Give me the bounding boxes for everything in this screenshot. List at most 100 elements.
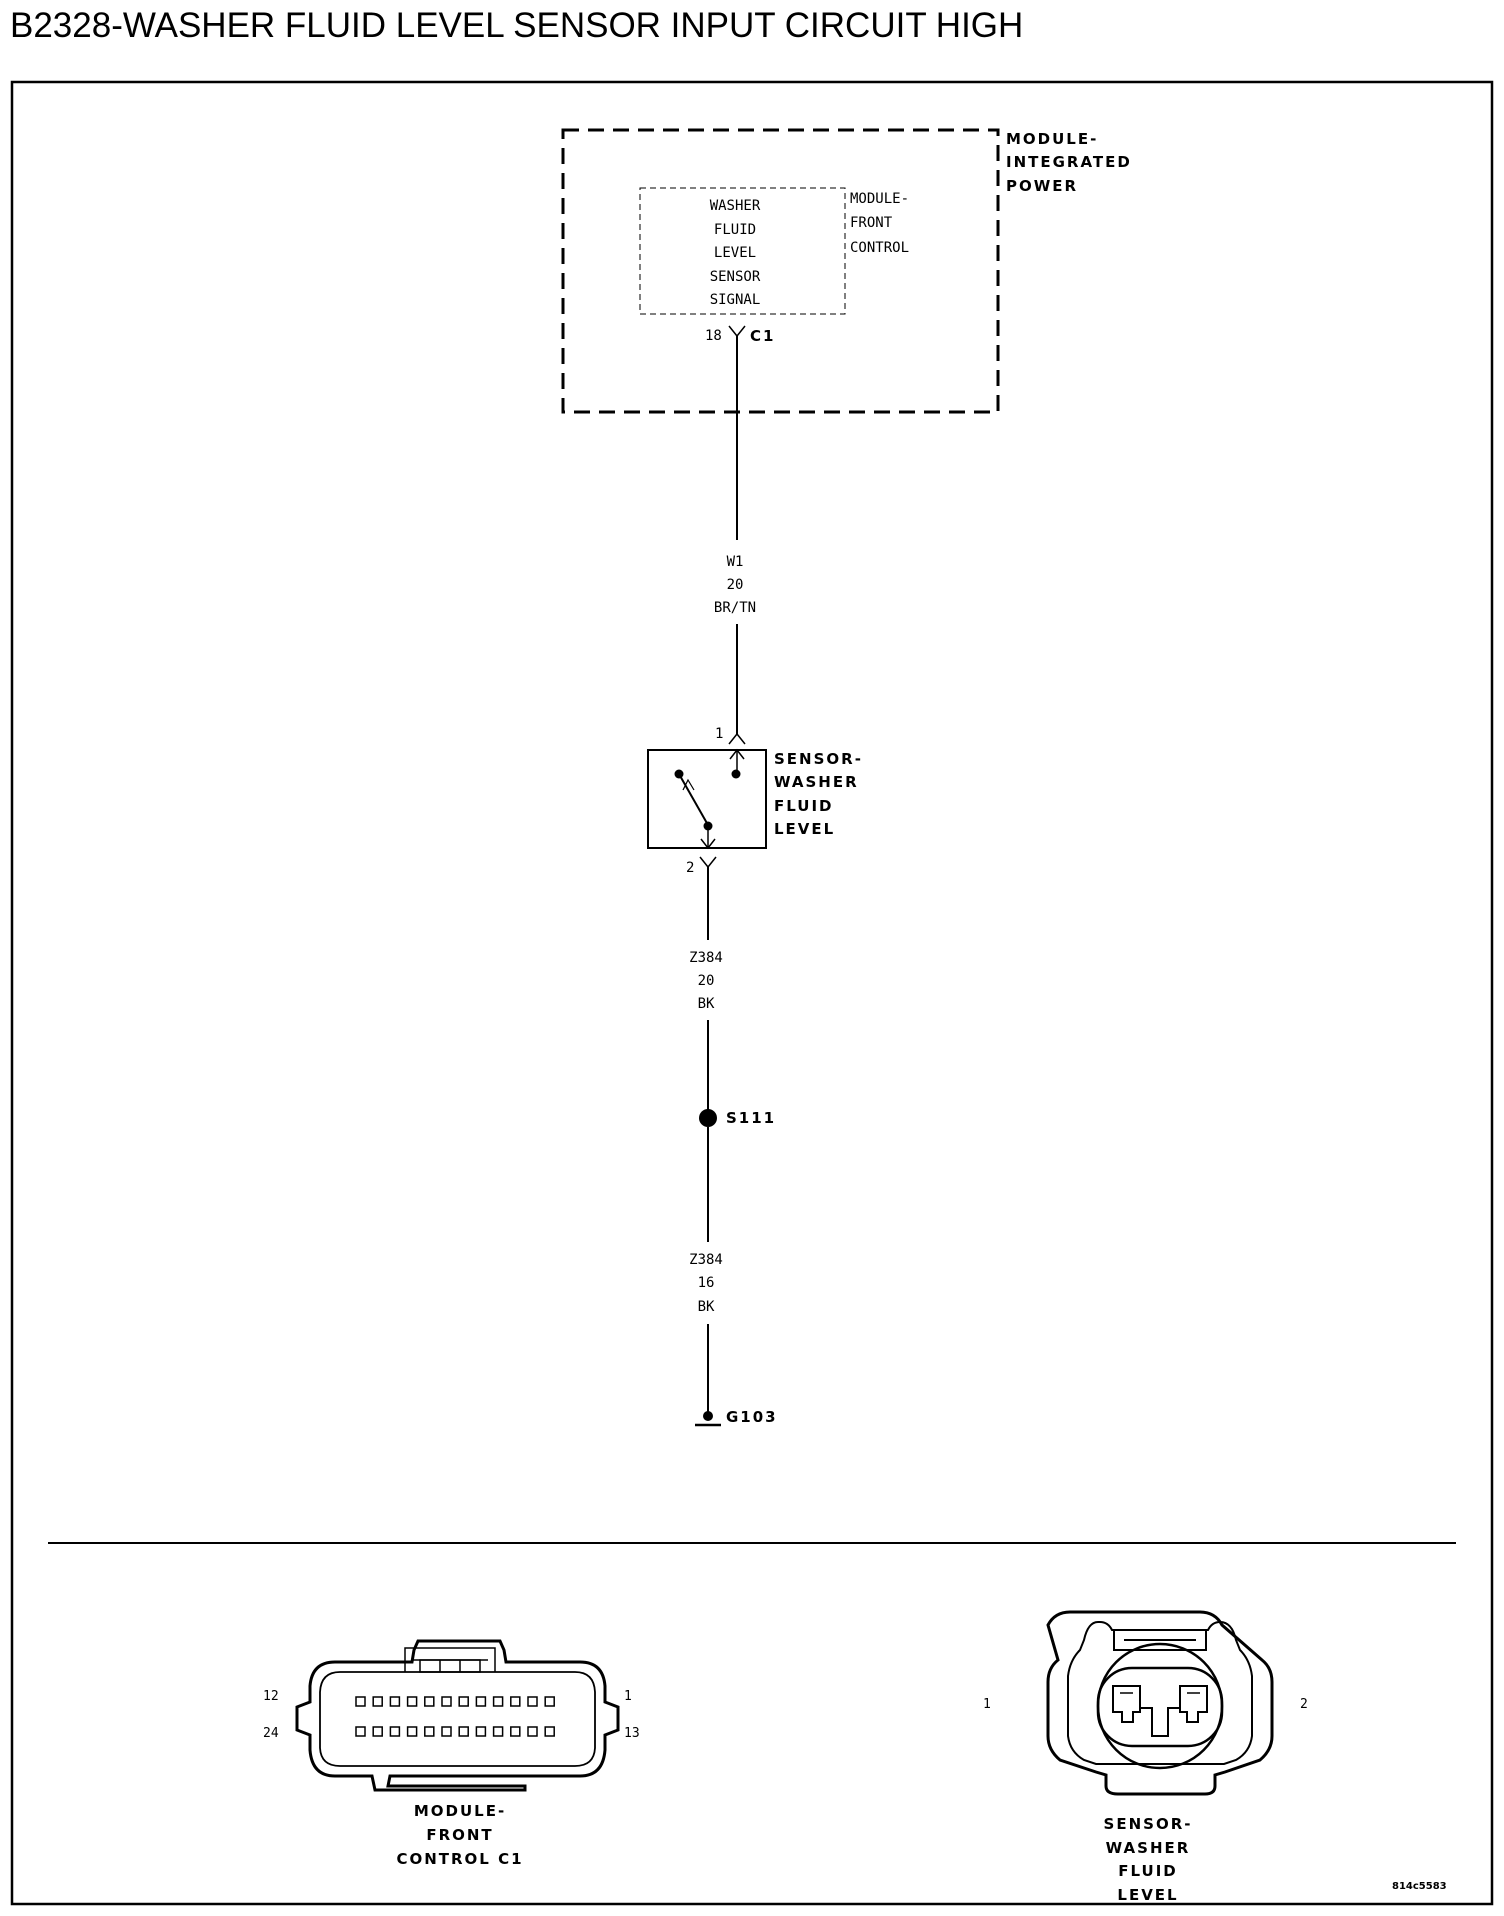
wire-z384-a-color: BK (698, 996, 715, 1012)
fcm-pin-cavity (406, 1726, 418, 1737)
fcm-c1-shell (295, 1639, 620, 1792)
sensor-label-line-4: LEVEL (774, 820, 835, 838)
connector-c1-symbol (728, 325, 746, 338)
fcm-pin-cavity (355, 1726, 366, 1737)
sensor-pin1-label: 1 (715, 726, 723, 742)
fcm-pin-cavity (372, 1726, 383, 1737)
sensor-conn-ring-outer (1096, 1642, 1224, 1770)
fcm-c1-connector-view: 12 24 1 13 MODULE- FRONT CONTROL C1 (263, 1639, 640, 1868)
fcm-pin-cavity (510, 1696, 521, 1707)
wire-z384-a-label: Z384 20 BK (689, 950, 723, 1012)
fcm-c1-view-label: MODULE- FRONT CONTROL C1 (396, 1802, 523, 1868)
fcm-view-label-line-2: FRONT (426, 1826, 493, 1844)
fcm-pin-cavity (527, 1726, 538, 1737)
wire-w1-code: W1 (727, 554, 744, 570)
connector-c1-name: C1 (750, 327, 775, 345)
signal-label-line-1: WASHER (710, 198, 761, 214)
fcm-c1-pin-grid (355, 1696, 555, 1737)
fcm-pin-cavity (475, 1726, 487, 1737)
fcm-c1-inner (319, 1671, 596, 1767)
sensor-box (647, 749, 767, 849)
splice-s111-label: S111 (726, 1109, 776, 1127)
sensor-view-label-line-2: WASHER (1106, 1839, 1191, 1857)
sensor-conn-terminal-2 (1179, 1685, 1208, 1723)
wire-z384-b-code: Z384 (689, 1252, 723, 1268)
diagram-frame (10, 80, 1494, 1906)
ground-g103: G103 (695, 1408, 778, 1427)
wire-z384-a-code: Z384 (689, 950, 723, 966)
fcm-view-label-line-1: MODULE- (414, 1802, 506, 1820)
fcm-pin-label-13: 13 (624, 1726, 640, 1741)
mip-label-line-1: MODULE- (1006, 130, 1098, 148)
sensor-view-label-line-3: FLUID (1118, 1862, 1177, 1880)
module-front-control-label: MODULE- FRONT CONTROL (850, 191, 909, 256)
signal-label: WASHER FLUID LEVEL SENSOR SIGNAL (710, 198, 761, 308)
mfc-label-line-3: CONTROL (850, 240, 909, 256)
ground-dot (703, 1411, 713, 1421)
mip-label-line-3: POWER (1006, 177, 1078, 195)
fcm-c1-latch-tab (419, 1659, 481, 1673)
module-integrated-power-box (561, 128, 1000, 414)
page-title: B2328-WASHER FLUID LEVEL SENSOR INPUT CI… (10, 6, 1024, 45)
sensor-connector-view: 1 2 SENSOR- WASHER FLUID LEVEL (983, 1610, 1308, 1904)
sensor-view-label-line-4: LEVEL (1117, 1886, 1178, 1904)
sensor-switch (674, 748, 745, 850)
sensor-connector-view-label: SENSOR- WASHER FLUID LEVEL (1104, 1815, 1193, 1904)
fcm-pin-cavity (389, 1696, 401, 1707)
module-integrated-power-label: MODULE- INTEGRATED POWER (1006, 130, 1132, 195)
fcm-pin-cavity (458, 1696, 469, 1707)
sensor-conn-shell (1046, 1610, 1274, 1796)
wire-w1-label: W1 20 BR/TN (714, 554, 756, 616)
signal-label-line-3: LEVEL (714, 245, 756, 261)
switch-bottom-arrow (700, 838, 716, 850)
switch-blade (678, 773, 709, 826)
fcm-pin-cavity (492, 1696, 504, 1707)
mfc-label-line-1: MODULE- (850, 191, 909, 207)
signal-label-line-2: FLUID (714, 222, 756, 238)
fcm-c1-latch (404, 1647, 496, 1672)
wire-z384-b-color: BK (698, 1299, 715, 1315)
splice-s111 (699, 1109, 717, 1127)
sensor-label-line-2: WASHER (774, 773, 859, 791)
sensor-pin2-connector (699, 856, 717, 869)
mip-label-line-2: INTEGRATED (1006, 153, 1132, 171)
fcm-pin-cavity (441, 1726, 452, 1737)
fcm-pin-cavity (510, 1726, 521, 1737)
fcm-pin-label-24: 24 (263, 1726, 279, 1741)
connector-c1: 18 C1 (705, 325, 775, 345)
sensor-label: SENSOR- WASHER FLUID LEVEL (774, 750, 863, 838)
signal-label-line-4: SENSOR (710, 269, 761, 285)
wire-z384-b-label: Z384 16 BK (689, 1252, 723, 1315)
fcm-pin-cavity (389, 1726, 401, 1737)
fcm-pin-label-1: 1 (624, 1689, 632, 1704)
fcm-pin-cavity (458, 1726, 469, 1737)
module-front-control-box (639, 187, 846, 315)
connector-c1-pin: 18 (705, 328, 722, 344)
sensor-conn-ring-inner (1096, 1666, 1224, 1748)
fcm-pin-cavity (406, 1696, 418, 1707)
sensor-conn-inner (1067, 1620, 1253, 1765)
sensor-view-label-line-1: SENSOR- (1104, 1815, 1193, 1833)
fcm-pin-cavity (492, 1726, 504, 1737)
fcm-pin-cavity (424, 1696, 435, 1707)
ground-g103-label: G103 (726, 1408, 778, 1426)
sensor-conn-terminal-1 (1112, 1685, 1141, 1723)
sensor-view-pin-label-2: 2 (1300, 1697, 1308, 1712)
wire-w1-color: BR/TN (714, 600, 756, 616)
fcm-pin-cavity (527, 1696, 538, 1707)
sensor-pin1-connector (728, 732, 746, 745)
sensor-label-line-3: FLUID (774, 797, 833, 815)
switch-blade-arrow (682, 778, 695, 791)
sensor-view-pin-label-1: 1 (983, 1697, 991, 1712)
fcm-pin-label-12: 12 (263, 1689, 279, 1704)
fcm-view-label-line-3: CONTROL C1 (396, 1850, 523, 1868)
fcm-pin-cavity (424, 1726, 435, 1737)
signal-label-line-5: SIGNAL (710, 292, 761, 308)
fcm-pin-cavity (544, 1726, 555, 1737)
sensor-label-line-1: SENSOR- (774, 750, 863, 768)
fcm-pin-cavity (372, 1696, 383, 1707)
wire-z384-a-gauge: 20 (698, 973, 715, 989)
mfc-label-line-2: FRONT (850, 215, 893, 231)
sensor-pin2-label: 2 (686, 860, 694, 876)
sensor-conn-latch (1113, 1629, 1207, 1651)
